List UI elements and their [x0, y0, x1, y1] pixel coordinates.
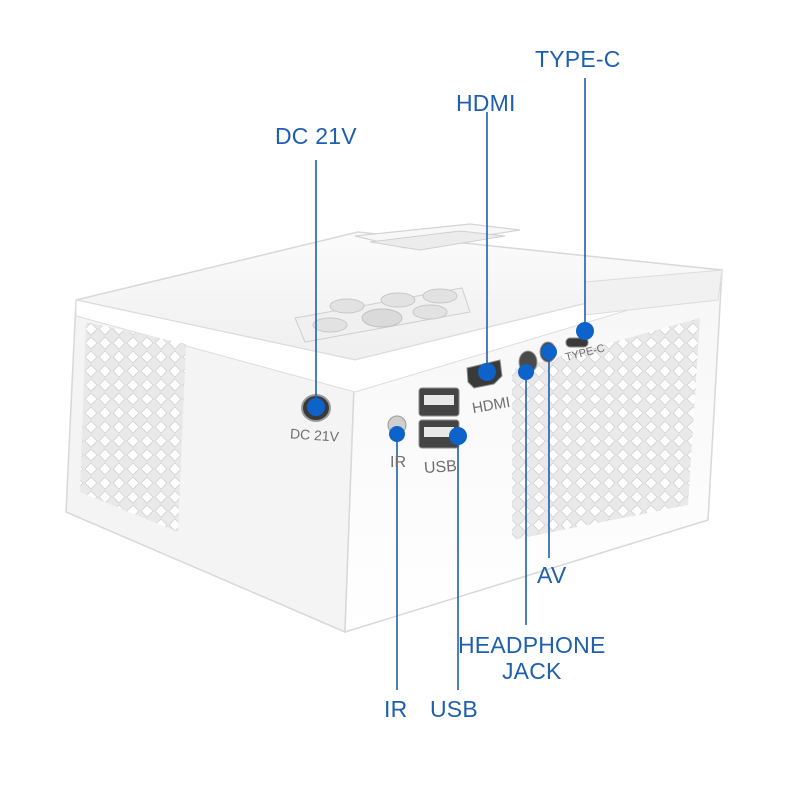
engraved-label-ir: IR [390, 454, 406, 471]
callout-usb: USB [430, 696, 478, 722]
callout-leader-lines [315, 78, 586, 690]
callout-headphone-line2: JACK [501, 658, 562, 685]
callout-headphone-jack: HEADPHONE JACK [458, 632, 606, 685]
engraved-label-usb: USB [423, 457, 458, 478]
control-keypad [294, 287, 471, 343]
callout-hdmi: HDMI [456, 90, 516, 116]
callout-ir: IR [384, 696, 408, 722]
callout-headphone-line1: HEADPHONE [458, 632, 606, 658]
front-vent-grille [512, 318, 700, 540]
callout-dc-21v: DC 21V [275, 123, 357, 149]
callout-type-c: TYPE-C [535, 46, 621, 72]
callout-markers [307, 322, 594, 445]
engraved-label-dc-21v: DC 21V [289, 425, 340, 445]
left-vent-grille [80, 322, 186, 532]
callout-av: AV [537, 562, 567, 588]
